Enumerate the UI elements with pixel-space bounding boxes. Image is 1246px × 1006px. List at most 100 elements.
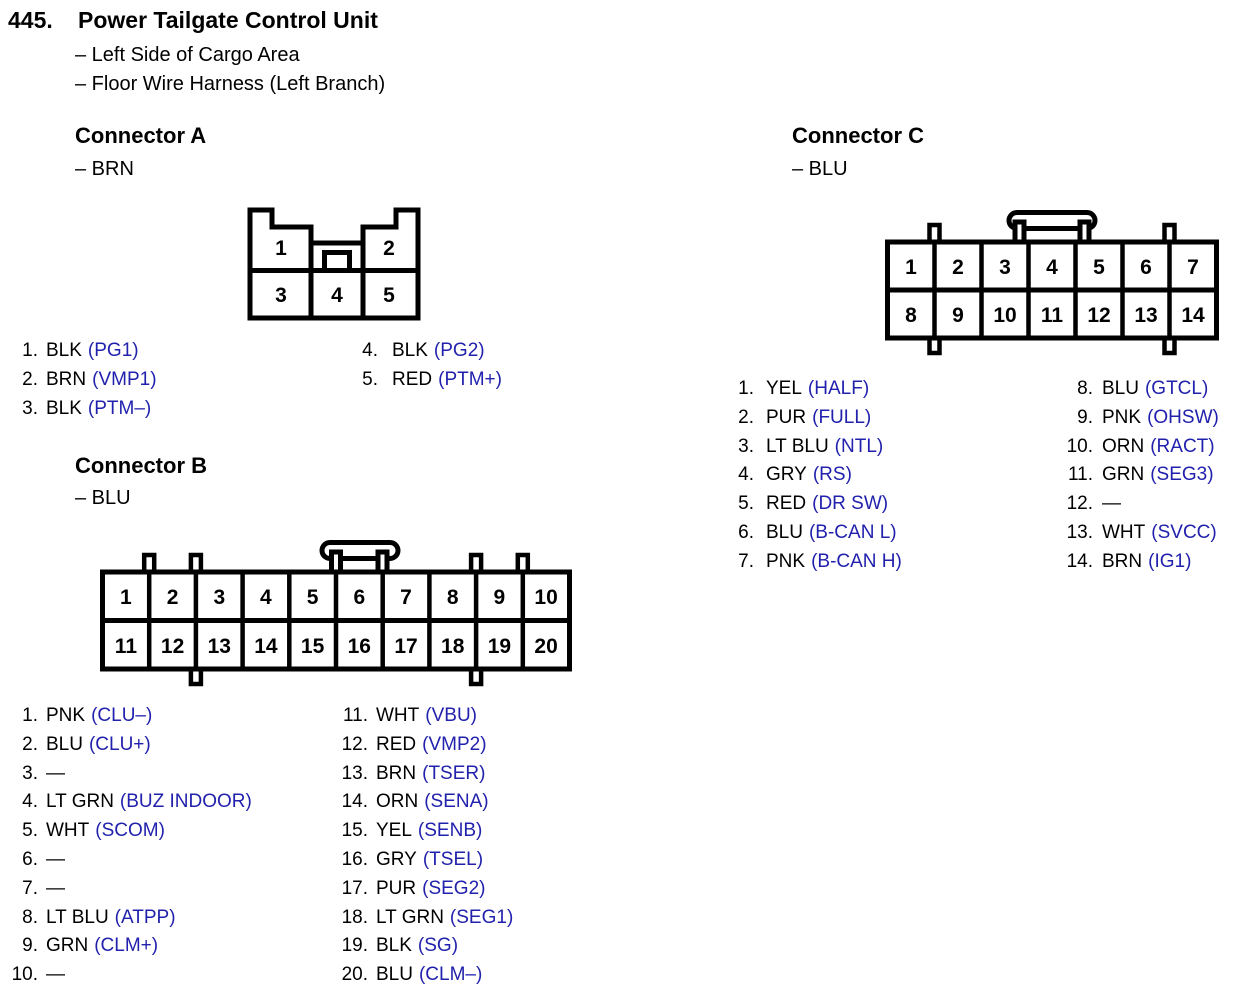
pin-signal-name: (VMP1)	[92, 368, 157, 390]
pin-number: 14.	[1066, 550, 1093, 572]
connector-a-color-label: – BRN	[75, 158, 134, 180]
pin-row: 3. BLK (PTM–)	[10, 395, 157, 424]
pin-signal-name: (IG1)	[1148, 550, 1192, 572]
pin-wire-color: PUR	[376, 877, 417, 899]
pin-signal-name: (SCOM)	[95, 820, 165, 842]
pin-wire-color: —	[46, 848, 65, 870]
pin-number: 6.	[738, 521, 754, 543]
pin-row: 1. YEL (HALF)	[722, 375, 902, 404]
pin-number: 11.	[1067, 464, 1093, 486]
pin-row: 4. BLK (PG2)	[346, 337, 502, 366]
pin-wire-color: BLU	[376, 964, 413, 986]
pin-number: 18.	[341, 906, 368, 928]
pin-number: 7.	[22, 877, 38, 899]
pin-number: 5.	[362, 368, 378, 390]
pin-row: 11. GRN (SEG3)	[1058, 461, 1219, 490]
pin-wire-color: —	[46, 964, 65, 986]
pin-number: 7.	[738, 550, 754, 572]
pin-wire-color: WHT	[376, 705, 420, 726]
connector-a-keyway	[322, 250, 352, 273]
cell-number: 1	[905, 256, 917, 279]
pin-signal-name: (BUZ INDOOR)	[119, 791, 252, 813]
pin-wire-color: PUR	[766, 406, 807, 428]
cell-number: 5	[383, 284, 395, 307]
pin-row: 3. —	[8, 760, 252, 789]
cell-number: 4	[331, 284, 343, 307]
cell-number: 20	[534, 635, 557, 658]
pin-wire-color: ORN	[376, 791, 419, 813]
cell-number: 2	[167, 586, 179, 609]
cell-number: 2	[952, 256, 964, 279]
pin-signal-name: (VBU)	[425, 705, 477, 726]
pin-row: 5. RED (DR SW)	[722, 490, 902, 519]
pin-wire-color: GRY	[766, 464, 807, 486]
cell-number: 5	[307, 586, 319, 609]
pin-row: 19. BLK (SG)	[330, 932, 513, 961]
pin-signal-name: (PG1)	[87, 340, 139, 361]
pin-number: 15.	[341, 820, 368, 842]
cell-number: 14	[1181, 304, 1205, 327]
connector-c-diagram: 1 2 3 4 5 6 7 8 9 10 11 12 13 14	[885, 210, 1219, 356]
connector-c-pin-list-col1: 1. YEL (HALF) 2. PUR (FULL) 3. LT BLU (N…	[722, 375, 902, 577]
cell-number: 3	[999, 256, 1011, 279]
pin-number: 4.	[738, 464, 754, 486]
cell-number: 18	[441, 635, 465, 658]
page-title: 445.Power Tailgate Control Unit	[8, 7, 378, 34]
pin-wire-color: ORN	[1102, 435, 1145, 457]
connector-a-pin-list-col2: 4. BLK (PG2) 5. RED (PTM+)	[346, 337, 502, 395]
pin-row: 13. WHT (SVCC)	[1058, 519, 1219, 548]
pin-row: 15. YEL (SENB)	[330, 817, 513, 846]
cell-number: 9	[952, 304, 964, 327]
cell-number: 6	[1140, 256, 1152, 279]
pin-row: 6. —	[8, 846, 252, 875]
pin-wire-color: WHT	[1102, 521, 1146, 543]
pin-wire-color: GRN	[46, 935, 89, 957]
pin-number: 17.	[341, 877, 368, 899]
pin-number: 2.	[22, 368, 38, 390]
pin-number: 1.	[738, 378, 754, 399]
pin-number: 9.	[22, 935, 38, 957]
cell-number: 7	[1187, 256, 1199, 279]
pin-wire-color: BLK	[376, 935, 412, 957]
pin-signal-name: (TSEL)	[422, 848, 484, 870]
cell-number: 2	[383, 237, 395, 260]
pin-wire-color: RED	[376, 733, 417, 755]
pin-row: 8. LT BLU (ATPP)	[8, 904, 252, 933]
pin-number: 8.	[22, 906, 38, 928]
pin-wire-color: YEL	[766, 378, 802, 399]
pin-row: 7. —	[8, 875, 252, 904]
pin-row: 9. GRN (CLM+)	[8, 932, 252, 961]
cell-number: 4	[1046, 256, 1058, 279]
cell-number: 10	[534, 586, 557, 609]
cell-number: 5	[1093, 256, 1105, 279]
cell-number: 9	[494, 586, 506, 609]
subtitle-harness: – Floor Wire Harness (Left Branch)	[75, 73, 386, 95]
pin-signal-name: (SEG2)	[422, 877, 486, 899]
cell-number: 11	[115, 635, 138, 658]
pin-row: 17. PUR (SEG2)	[330, 875, 513, 904]
cell-number: 1	[275, 237, 287, 260]
pin-signal-name: (TSER)	[422, 762, 486, 784]
page-title-text: Power Tailgate Control Unit	[78, 7, 378, 33]
connector-b-pin-list-col1: 1. PNK (CLU–) 2. BLU (CLU+) 3. — 4. LT G…	[8, 702, 252, 990]
pin-wire-color: PNK	[766, 550, 806, 572]
pin-row: 12. —	[1058, 490, 1219, 519]
connector-c-heading: Connector C	[792, 123, 924, 148]
cell-number: 3	[213, 586, 225, 609]
pin-wire-color: BLU	[1102, 378, 1139, 399]
pin-number: 5.	[738, 493, 754, 515]
subtitle-location: – Left Side of Cargo Area	[75, 44, 300, 66]
pin-signal-name: (PG2)	[433, 340, 485, 361]
pin-number: 3.	[22, 397, 38, 419]
pin-wire-color: GRY	[376, 848, 417, 870]
cell-number: 6	[353, 586, 365, 609]
pin-wire-color: BLK	[46, 340, 82, 361]
pin-number: 12.	[1066, 493, 1093, 515]
cell-number: 10	[993, 304, 1016, 327]
pin-number: 2.	[738, 406, 754, 428]
pin-number: 13.	[341, 762, 368, 784]
pin-signal-name: (RACT)	[1150, 435, 1215, 457]
pin-signal-name: (SEG3)	[1150, 464, 1214, 486]
pin-signal-name: (CLU–)	[91, 705, 153, 726]
